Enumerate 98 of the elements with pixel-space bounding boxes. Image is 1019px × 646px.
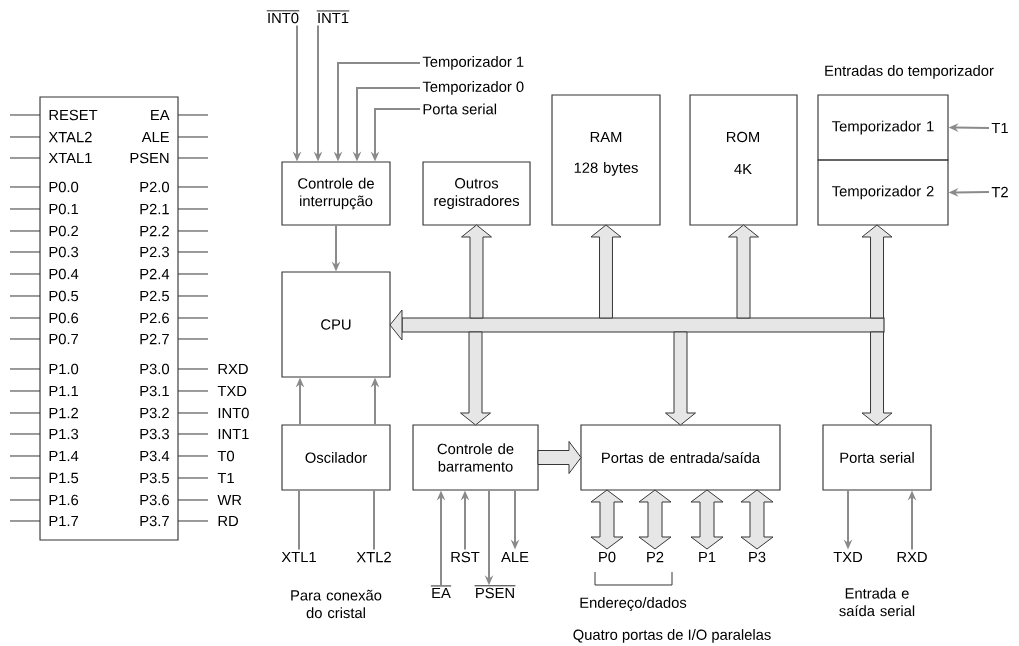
- signal-label: T1: [991, 122, 1008, 134]
- signal-label: ALE: [501, 551, 529, 563]
- box-label: Temporizador 1: [832, 120, 934, 135]
- fat-arrow: [460, 331, 491, 426]
- signal-label: T0: [217, 450, 235, 462]
- pin-name: P1.0: [49, 363, 79, 375]
- fat-arrow: [690, 489, 724, 550]
- fat-arrow: [638, 489, 672, 550]
- pin-name: P0.7: [49, 333, 78, 345]
- pin-name: EA: [151, 109, 170, 121]
- box-label: ROM: [727, 131, 759, 143]
- pin-name: P2.7: [140, 333, 169, 345]
- pin-name: P0.5: [49, 290, 79, 302]
- pin-name: PSEN: [130, 152, 169, 164]
- pin-name: P0.1: [49, 203, 78, 215]
- signal-label: TXD: [217, 385, 247, 397]
- signal-label: TXD: [833, 551, 863, 563]
- pin-name: P3.7: [140, 515, 169, 527]
- box-label: 4K: [734, 163, 752, 175]
- signal-label: XTL2: [356, 551, 391, 563]
- fat-arrow: [740, 489, 774, 550]
- signal-label: INT1: [218, 428, 249, 440]
- pin-name: P3.2: [140, 407, 169, 419]
- box-label: RAM: [590, 131, 622, 143]
- signal-label: P1: [699, 551, 716, 563]
- signal-label: T1: [217, 472, 234, 484]
- pin-name: XTAL2: [48, 131, 92, 143]
- connection-line: [298, 489, 300, 551]
- fat-arrow: [665, 331, 696, 426]
- signal-label: PSEN: [474, 585, 516, 599]
- box-label: Outros registradores: [434, 178, 520, 209]
- signal-label: RXD: [218, 363, 248, 375]
- pin-name: P1.4: [49, 450, 79, 462]
- pin-name: P2.5: [140, 290, 169, 302]
- pin-name: P0.3: [49, 246, 79, 258]
- caption: Entrada e saída serial: [839, 587, 915, 617]
- box-label: Oscilador: [305, 452, 367, 463]
- signal-label: RD: [218, 515, 238, 527]
- signal-label: INT0: [266, 10, 300, 24]
- pin-name: P1.5: [49, 472, 79, 484]
- fat-arrow: [389, 309, 403, 341]
- pin-name: P2.1: [140, 203, 169, 215]
- fat-arrow: [861, 224, 893, 319]
- pin-name: P0.2: [49, 225, 78, 237]
- pin-name: P2.0: [140, 181, 170, 193]
- box-label: Controle de barramento: [437, 443, 514, 472]
- box-label: Porta serial: [840, 452, 914, 463]
- connection-line: [373, 489, 375, 551]
- pin-name: P0.0: [49, 181, 79, 193]
- pin-name: P1.1: [49, 385, 78, 397]
- signal-label: T2: [991, 186, 1008, 198]
- signal-label: EA: [430, 585, 452, 599]
- signal-label: Temporizador 1: [422, 56, 524, 70]
- box-label: Temporizador 2: [832, 185, 934, 200]
- signal-label: RXD: [897, 551, 927, 563]
- pin-name: P3.6: [140, 494, 169, 506]
- pin-name: P2.3: [140, 246, 169, 258]
- caption: Quatro portas de I/O paralelas: [573, 629, 771, 643]
- signal-label: RST: [451, 551, 480, 563]
- pin-name: P3.0: [140, 363, 170, 375]
- caption: Para conexão do cristal: [291, 589, 382, 619]
- pin-name: P2.4: [140, 268, 170, 280]
- box-label: Controle de interrupção: [298, 177, 374, 210]
- pin-name: P1.2: [49, 407, 78, 419]
- signal-label: P0: [599, 551, 616, 563]
- heading-label: Entradas do temporizador: [825, 65, 994, 79]
- signal-label: Porta serial: [423, 103, 497, 115]
- signal-label: XTL1: [281, 551, 316, 563]
- signal-label: INT1: [316, 10, 350, 24]
- signal-label: WR: [217, 494, 242, 506]
- fat-arrow: [461, 224, 492, 319]
- signal-label: P3: [749, 551, 766, 563]
- pin-name: P3.3: [140, 428, 169, 440]
- fat-arrow: [590, 224, 622, 319]
- pin-name: P3.4: [140, 450, 170, 462]
- pin-name: XTAL1: [48, 152, 92, 164]
- fat-arrow: [728, 224, 759, 319]
- pin-name: P0.4: [49, 268, 79, 280]
- pin-name: RESET: [49, 109, 98, 121]
- pin-name: ALE: [141, 131, 169, 143]
- pin-name: P2.2: [140, 225, 169, 237]
- signal-label: P2: [647, 551, 664, 563]
- box-label: 128 bytes: [574, 162, 638, 176]
- fat-arrow: [861, 331, 893, 426]
- fat-arrow: [537, 441, 582, 474]
- box-label: Portas de entrada/saída: [602, 452, 761, 464]
- pin-name: P1.6: [49, 494, 79, 506]
- fat-arrow: [590, 489, 624, 550]
- box-label: CPU: [321, 319, 351, 330]
- signal-label: INT0: [218, 407, 249, 419]
- pin-name: P1.3: [49, 428, 79, 440]
- pin-name: P0.6: [49, 312, 79, 324]
- pin-name: P3.5: [140, 472, 169, 484]
- pin-name: P3.1: [140, 385, 169, 397]
- caption: Endereço/dados: [580, 597, 687, 611]
- pin-name: P1.7: [49, 515, 78, 527]
- signal-label: Temporizador 0: [422, 81, 524, 95]
- pin-name: P2.6: [140, 312, 169, 324]
